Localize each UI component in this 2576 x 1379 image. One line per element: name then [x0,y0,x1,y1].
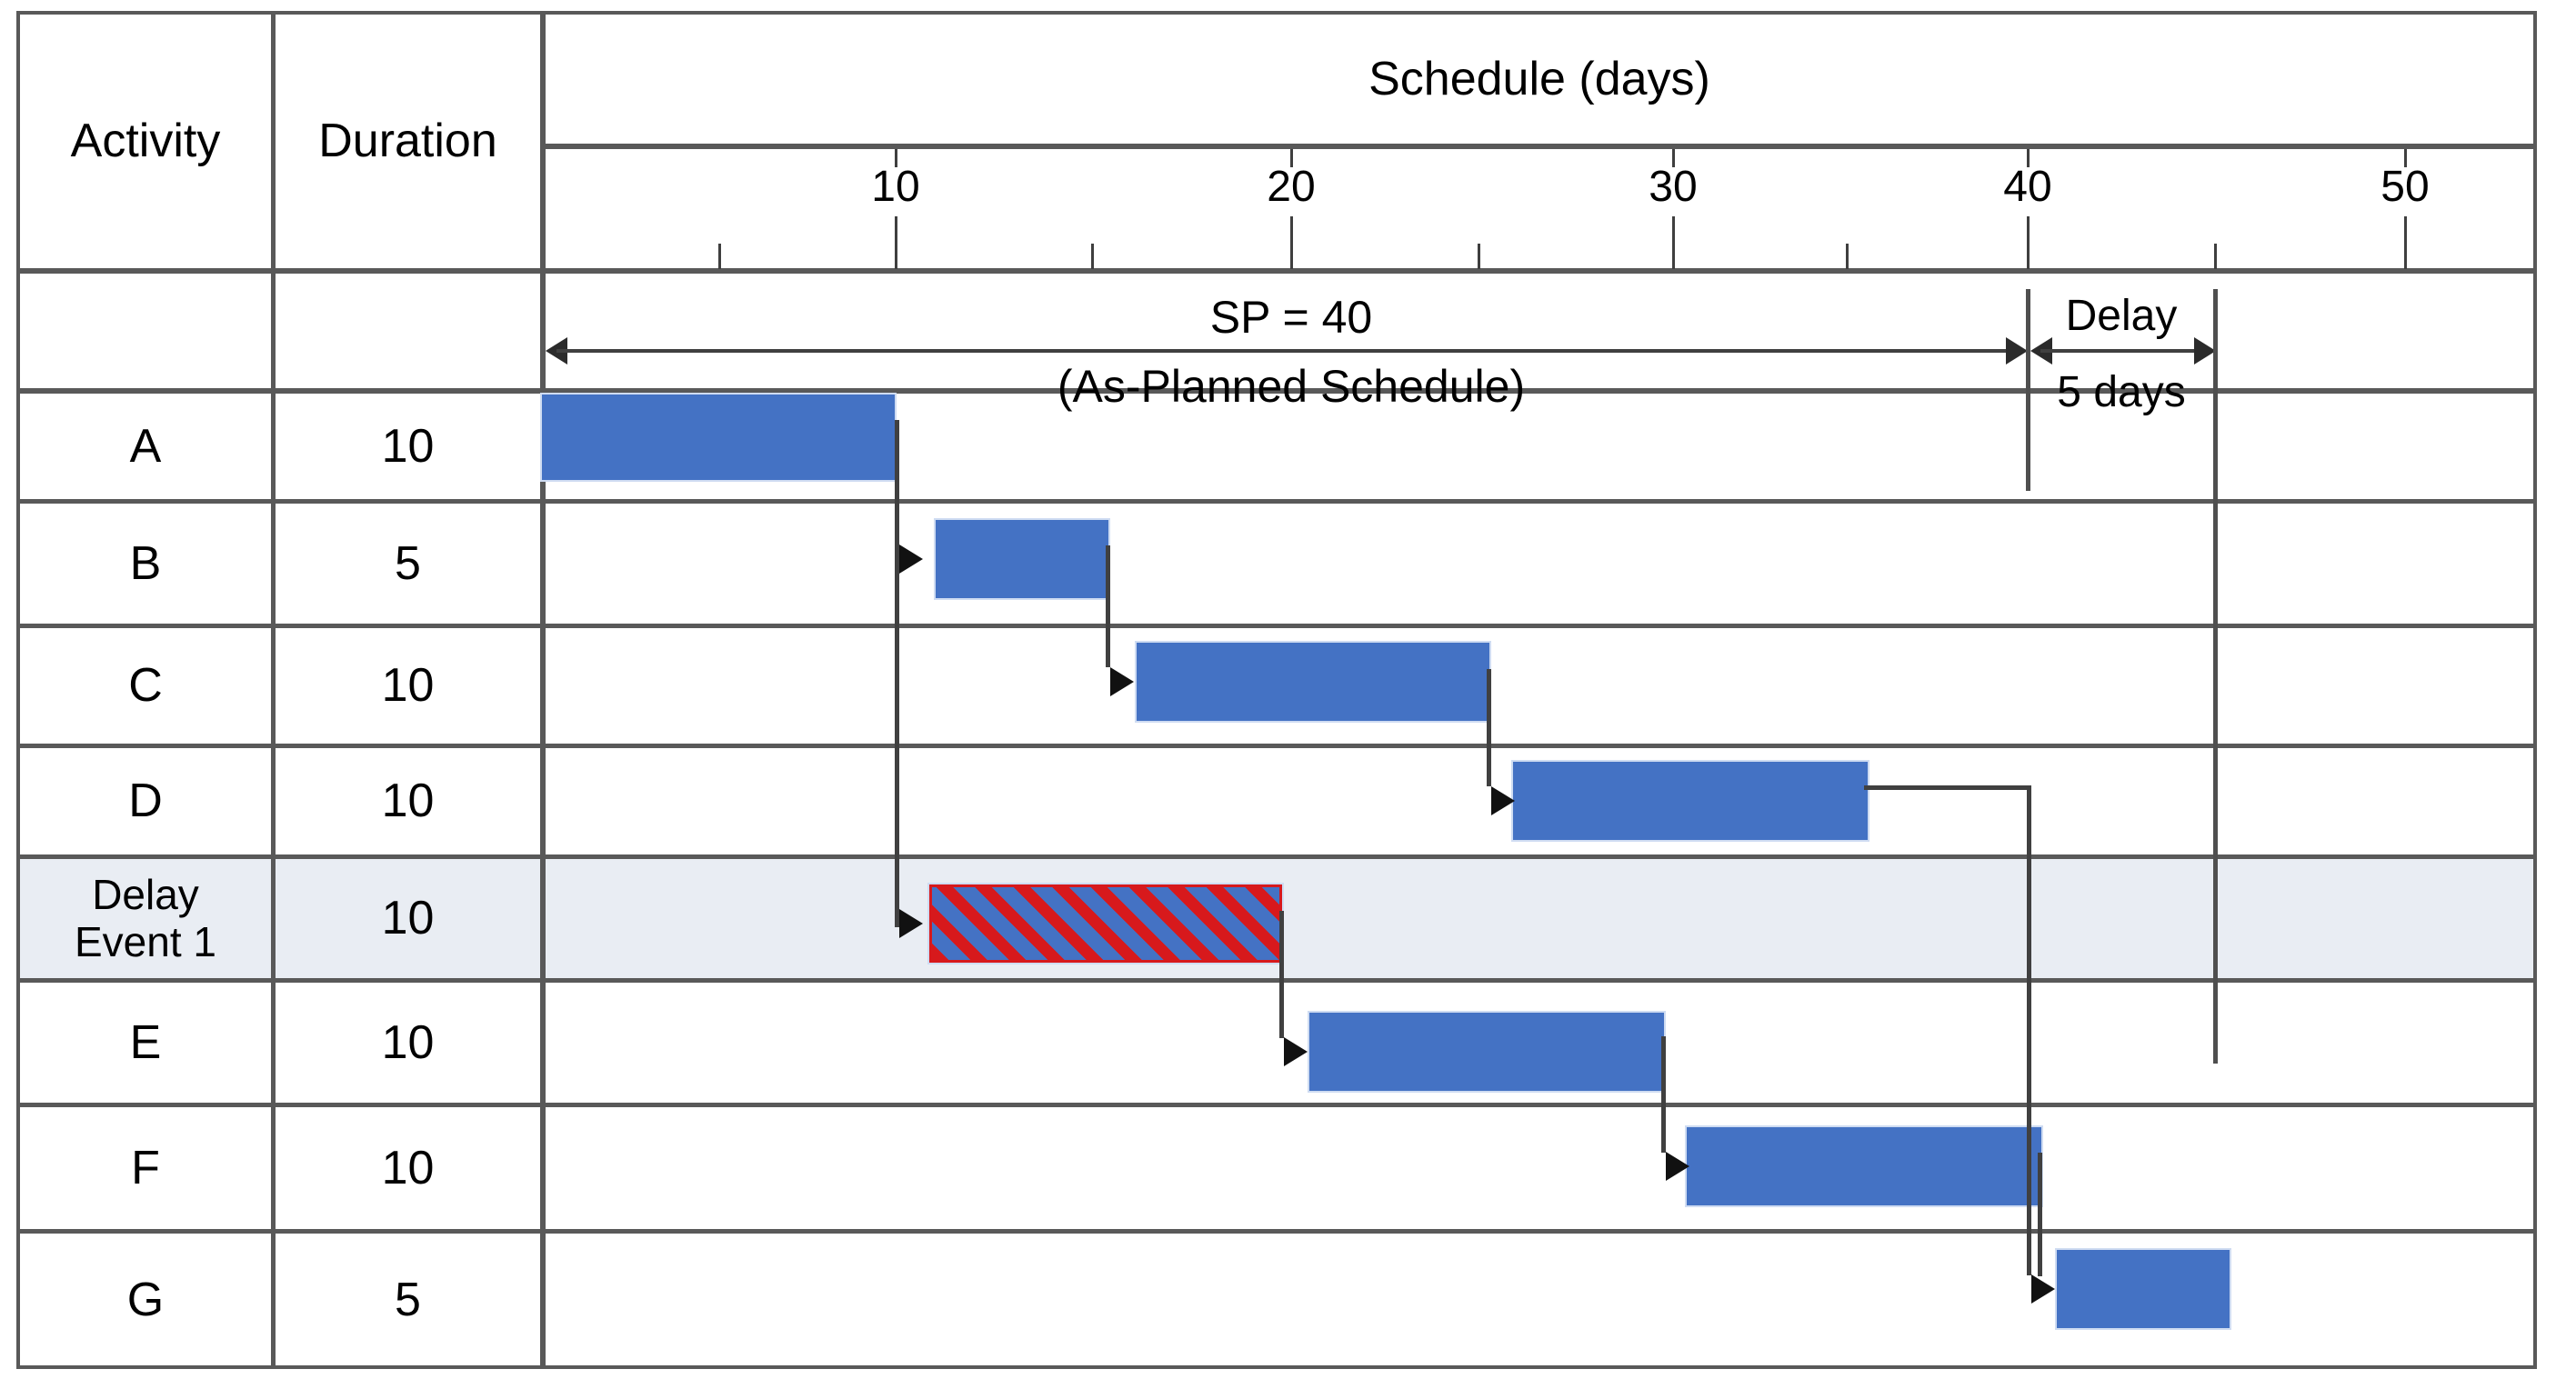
axis-major-tick-40 [2027,216,2030,269]
row-duration-a: 10 [381,419,435,473]
connector-b-to-c-arrow-icon [1110,667,1134,696]
header-activity-label: Activity [70,115,221,168]
gantt-bar-e[interactable] [1309,1013,1664,1091]
row-duration-b: 5 [395,536,421,590]
header-duration: Duration [276,15,540,268]
sp-arrow-right-icon [2006,337,2028,365]
gantt-bar-a[interactable] [542,395,895,480]
row-duration-g: 5 [395,1273,421,1326]
axis-tick-label-50: 50 [2381,163,2430,211]
connector-delay-to-e [1279,911,1284,1038]
gantt-bar-b[interactable] [936,520,1108,598]
row-activity-b: B [129,536,162,590]
connector-delay-to-e-arrow-icon [1284,1037,1308,1066]
delay-dimension-line [2040,349,2204,353]
gantt-bar-delay-event-1[interactable] [929,884,1282,963]
rule-row-delay-bottom [18,978,2535,983]
axis-major-tick-top-10 [895,149,897,167]
delay-label: Delay [2065,292,2178,340]
gantt-bar-c[interactable] [1137,643,1489,721]
gantt-bar-f[interactable] [1687,1127,2041,1205]
rule-header-bottom [18,268,2535,274]
connector-f-to-g [2038,1153,2042,1276]
axis-major-tick-top-30 [1672,149,1675,167]
axis-tick-label-20: 20 [1267,163,1316,211]
delay-arrow-right-icon [2194,337,2216,365]
axis-major-tick-top-40 [2027,149,2030,167]
axis-minor-tick-25 [1478,244,1480,269]
header-duration-label: Duration [318,115,497,168]
axis-major-tick-top-50 [2404,149,2407,167]
axis-tick-label-10: 10 [871,163,920,211]
axis-major-tick-50 [2404,216,2407,269]
connector-a-to-b-arrow-icon [899,545,923,574]
delay-value: 5 days [2057,368,2186,416]
row-duration-delay-event-1: 10 [381,892,435,945]
row-duration-d: 10 [381,774,435,828]
axis-minor-tick-15 [1091,244,1094,269]
rule-schedule-title-bottom [544,144,2535,149]
axis-major-tick-20 [1290,216,1293,269]
rule-row-d-bottom [18,854,2535,859]
row-activity-c: C [128,659,163,713]
rule-spacer-bottom [18,388,2535,394]
row-duration-f: 10 [381,1141,435,1194]
row-activity-f: F [131,1141,160,1194]
axis-tick-label-40: 40 [2003,163,2052,211]
rule-row-c-bottom [18,744,2535,748]
connector-b-to-c [1106,545,1110,667]
reference-line-day-45 [2213,289,2218,1064]
axis-minor-tick-45 [2214,244,2217,269]
axis-minor-tick-5 [718,244,721,269]
header-activity: Activity [20,15,271,268]
connector-a-trunk [895,420,899,927]
sp-dimension-line [556,349,2019,353]
connector-d-to-g-arrow-icon [2031,1274,2055,1304]
column-divider-duration-chart [540,13,546,1367]
axis-minor-tick-35 [1846,244,1849,269]
row-duration-e: 10 [381,1015,435,1069]
row-activity-delay-event-1: Delay Event 1 [75,870,216,965]
row-duration-c: 10 [381,659,435,713]
rule-row-e-bottom [18,1103,2535,1107]
row-activity-e: E [129,1015,162,1069]
row-activity-g: G [126,1273,165,1326]
row-activity-d: D [128,774,163,828]
connector-c-to-d-arrow-icon [1491,786,1515,815]
connector-c-to-d [1487,669,1491,786]
connector-d-to-g-vertical [2027,785,2031,1275]
rule-row-a-bottom [18,499,2535,504]
axis-major-tick-10 [895,216,897,269]
axis-tick-label-30: 30 [1649,163,1698,211]
header-schedule-label: Schedule (days) [1368,52,1710,105]
header-schedule: Schedule (days) [546,15,2533,144]
connector-e-to-f [1661,1036,1666,1153]
rule-row-f-bottom [18,1229,2535,1234]
rule-row-b-bottom [18,624,2535,628]
gantt-bar-d[interactable] [1513,762,1868,840]
connector-e-to-f-arrow-icon [1666,1152,1689,1181]
axis-major-tick-top-20 [1290,149,1293,167]
row-activity-a: A [129,419,162,473]
sp-label: SP = 40 [1209,292,1373,343]
chart-outer-frame [16,11,2537,1369]
connector-d-to-g-horizontal [1864,785,2031,790]
reference-line-day-40 [2026,289,2030,491]
connector-a-to-delay-arrow-icon [899,909,923,938]
column-divider-activity-duration [271,13,276,1367]
axis-major-tick-30 [1672,216,1675,269]
gantt-bar-g[interactable] [2057,1250,2230,1328]
sp-sublabel: (As-Planned Schedule) [1057,361,1526,412]
